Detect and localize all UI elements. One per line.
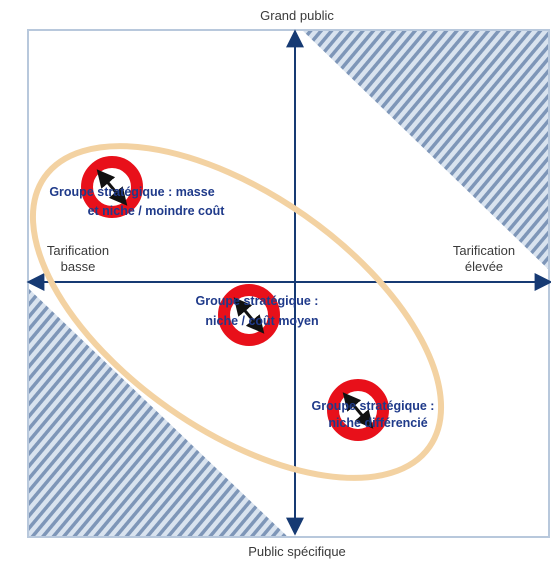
group-marker-3 <box>327 379 389 441</box>
hatched-region-bottom-left <box>28 288 288 537</box>
group-label-3-line1: Groupe stratégique : <box>312 399 435 413</box>
hatched-region-top-right <box>302 30 549 270</box>
group-marker-1 <box>81 156 143 218</box>
group-label-1-line1: Groupe stratégique : masse <box>49 185 214 199</box>
axis-label-left-2: basse <box>61 259 96 274</box>
group-marker-2 <box>218 284 280 346</box>
group-label-3-line2: niche différencié <box>328 416 427 430</box>
strategic-group-ellipse <box>29 143 445 481</box>
group-label-1-line2: et niche / moindre coût <box>88 204 226 218</box>
axis-label-top: Grand public <box>260 8 334 23</box>
axis-label-right-2: élevée <box>465 259 503 274</box>
axis-label-left-1: Tarification <box>47 243 109 258</box>
group-label-2-line2: niche / coût moyen <box>205 314 318 328</box>
axis-label-right-1: Tarification <box>453 243 515 258</box>
axis-label-bottom: Public spécifique <box>248 544 346 559</box>
group-label-2-line1: Groupe stratégique : <box>196 294 319 308</box>
